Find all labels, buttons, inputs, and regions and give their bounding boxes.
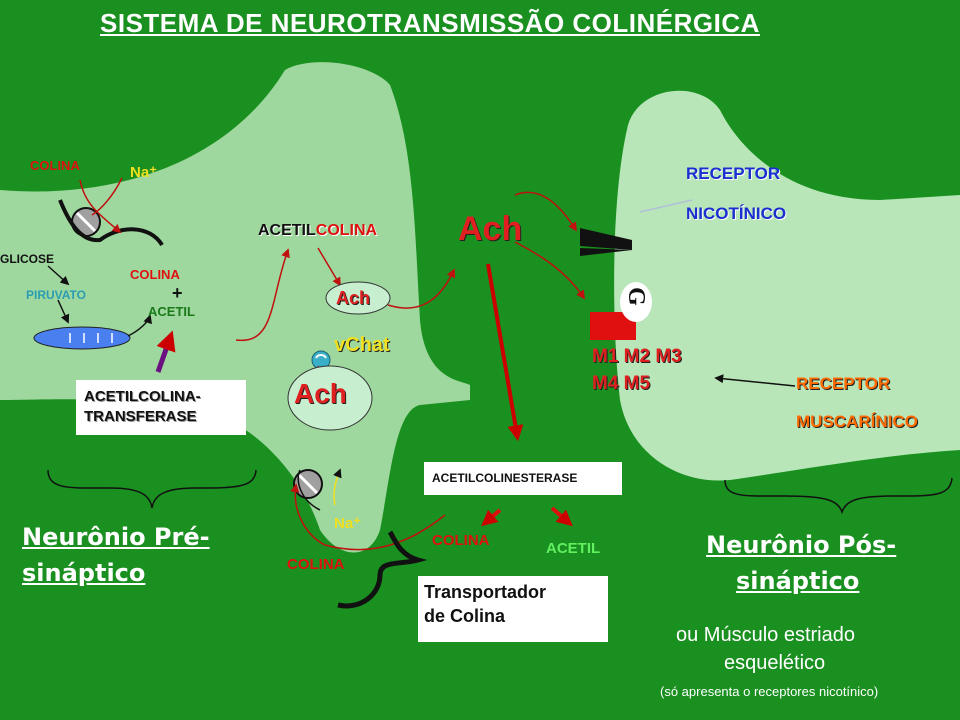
colina-bottom-label: COLINA bbox=[287, 556, 345, 573]
nicotinic-label-line1: RECEPTOR bbox=[686, 164, 781, 183]
muscarinic-subtypes-line2: M4 M5 bbox=[592, 373, 651, 394]
g-protein-label: G bbox=[622, 287, 649, 306]
acetil-cleft-label: ACETIL bbox=[546, 540, 601, 557]
transporter-box: Transportador de Colina bbox=[418, 576, 608, 642]
transporter-line1: Transportador bbox=[424, 582, 547, 602]
post-note-small: (só apresenta o receptores nicotínico) bbox=[660, 684, 879, 699]
nicotinic-receptor bbox=[580, 228, 632, 256]
mitochondrion bbox=[33, 326, 131, 350]
acetilcolina-label: ACETILCOLINA bbox=[258, 222, 377, 240]
postsynaptic-neuron-shape bbox=[614, 90, 960, 481]
vchat-label: vChat bbox=[334, 334, 390, 356]
acetilcolina-part-colina: COLINA bbox=[315, 222, 378, 239]
postsynaptic-brace bbox=[724, 477, 953, 515]
page-title: SISTEMA DE NEUROTRANSMISSÃO COLINÉRGICA bbox=[100, 8, 760, 38]
colina-mid-label: COLINA bbox=[130, 267, 180, 282]
colina-top-label: COLINA bbox=[30, 158, 80, 173]
presynaptic-neuron-label-line1: Neurônio Pré- bbox=[22, 523, 210, 551]
enzyme-chat-line2: TRANSFERASE bbox=[84, 408, 197, 425]
piruvato-label: PIRUVATO bbox=[26, 288, 87, 302]
na-bottom-label: Na⁺ bbox=[334, 515, 362, 532]
enzyme-ache-label: ACETILCOLINESTERASE bbox=[432, 471, 578, 485]
presynaptic-brace bbox=[47, 469, 257, 509]
ach-small-label: Ach bbox=[336, 288, 371, 308]
postsynaptic-neuron-label-line1: Neurônio Pós- bbox=[706, 531, 897, 559]
enzyme-box-ache: ACETILCOLINESTERASE bbox=[424, 462, 622, 495]
transporter-line2: de Colina bbox=[424, 606, 506, 626]
na-top-label: Na⁺ bbox=[130, 164, 158, 181]
post-note-line1: ou Músculo estriado bbox=[676, 624, 855, 646]
acetilcolina-part-acetil: ACETIL bbox=[258, 222, 316, 239]
ach-vesicle-large bbox=[287, 365, 373, 431]
plus-sign: + bbox=[172, 283, 183, 303]
enzyme-box-chat: ACETILCOLINA- TRANSFERASE bbox=[76, 380, 246, 435]
transporter-brace bbox=[337, 530, 428, 609]
glicose-label: GLICOSE bbox=[0, 252, 55, 266]
post-note-line2: esquelético bbox=[724, 652, 826, 674]
ach-cleft-label: Ach bbox=[458, 210, 523, 248]
ach-vesicle-label: Ach bbox=[294, 378, 347, 409]
enzyme-chat-line1: ACETILCOLINA- bbox=[84, 388, 201, 405]
colina-cleft-label: COLINA bbox=[432, 532, 490, 549]
presynaptic-neuron-shape bbox=[0, 62, 470, 553]
presynaptic-neuron-label-line2: sináptico bbox=[22, 559, 146, 587]
muscarinic-label-line2: MUSCARÍNICO bbox=[796, 412, 918, 431]
acetil-pre-label: ACETIL bbox=[148, 304, 195, 319]
muscarinic-subtypes-line1: M1 M2 M3 bbox=[592, 346, 682, 367]
ach-vesicle-small bbox=[325, 281, 391, 315]
postsynaptic-neuron-label-line2: sináptico bbox=[736, 567, 860, 595]
muscarinic-label-line1: RECEPTOR bbox=[796, 374, 891, 393]
g-protein bbox=[620, 282, 652, 322]
nicotinic-label-line2: NICOTÍNICO bbox=[686, 204, 787, 223]
